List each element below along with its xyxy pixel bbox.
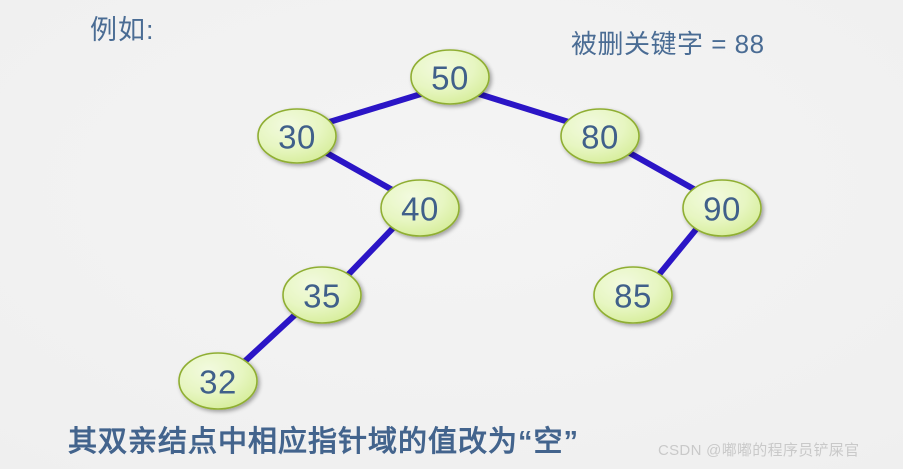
tree-nodes: 50 30 80 40 90 35 85 32 <box>178 49 762 410</box>
example-label: 例如: <box>90 15 155 45</box>
csdn-watermark: CSDN @嘟嘟的程序员铲屎官 <box>658 442 860 459</box>
tree-edge-n80-n90 <box>626 149 701 195</box>
node-label-32: 32 <box>199 364 237 401</box>
node-label-85: 85 <box>614 278 652 315</box>
tree-edge-n90-n85 <box>654 225 701 279</box>
node-label-90: 90 <box>703 191 741 228</box>
node-label-80: 80 <box>581 119 619 156</box>
tree-edge-n30-n40 <box>323 149 398 195</box>
node-ellipse-40 <box>380 179 460 237</box>
node-ellipse-50 <box>410 49 490 105</box>
tree-node-80[interactable]: 80 <box>560 108 640 164</box>
node-label-35: 35 <box>303 278 341 315</box>
tree-node-90[interactable]: 90 <box>682 179 762 237</box>
node-ellipse-35 <box>282 266 362 324</box>
node-ellipse-90 <box>682 179 762 237</box>
node-label-30: 30 <box>278 119 316 156</box>
node-ellipse-32 <box>178 352 258 410</box>
tree-edges <box>240 91 701 366</box>
node-label-40: 40 <box>401 191 439 228</box>
deleted-key-label: 被删关键字 = 88 <box>571 29 765 59</box>
tree-edge-n50-n30 <box>325 91 422 126</box>
tree-edge-n40-n35 <box>343 223 398 280</box>
caption-label: 其双亲结点中相应指针域的值改为“空” <box>68 426 580 458</box>
node-ellipse-30 <box>257 108 337 164</box>
node-label-50: 50 <box>431 60 469 97</box>
node-ellipse-80 <box>560 108 640 164</box>
tree-node-85[interactable]: 85 <box>593 266 673 324</box>
tree-node-50[interactable]: 50 <box>410 49 490 105</box>
tree-edge-n35-n32 <box>240 310 300 366</box>
tree-node-32[interactable]: 32 <box>178 352 258 410</box>
tree-edge-n50-n80 <box>478 91 573 126</box>
node-ellipse-85 <box>593 266 673 324</box>
tree-node-35[interactable]: 35 <box>282 266 362 324</box>
tree-node-30[interactable]: 30 <box>257 108 337 164</box>
tree-node-40[interactable]: 40 <box>380 179 460 237</box>
